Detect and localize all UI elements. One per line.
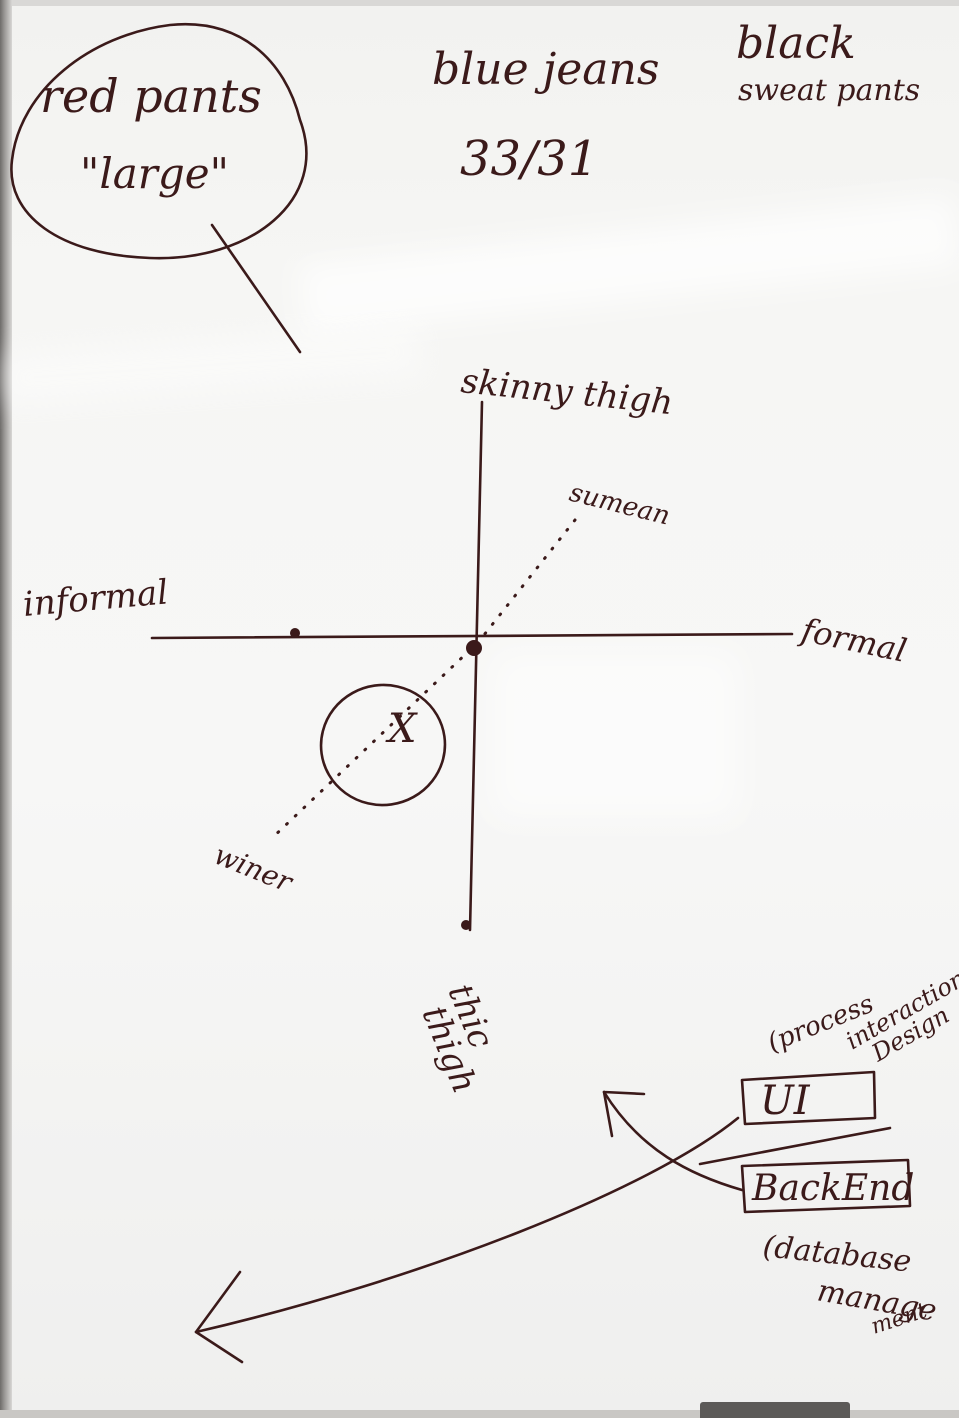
eraser[interactable] xyxy=(700,1402,850,1418)
backend-box-label: BackEnd xyxy=(751,1168,914,1209)
axis-label-right: formal xyxy=(796,610,910,670)
plot-point-bottom xyxy=(461,920,471,930)
board-frame-top xyxy=(0,0,959,6)
window-reflection xyxy=(490,650,740,820)
ui-box-label: UI xyxy=(760,1078,811,1124)
axis-label-top: skinny thigh xyxy=(459,361,675,423)
board-frame-left xyxy=(0,0,12,1418)
axis-label-left: informal xyxy=(21,572,169,625)
point-label-upper-right: sumean xyxy=(566,478,673,532)
note-sweat-pants: sweat pants xyxy=(738,73,920,108)
arrowhead xyxy=(602,1090,646,1138)
circled-x-mark: X xyxy=(385,706,418,752)
dotted-trend-line xyxy=(268,648,472,842)
arrow-to-upper-left xyxy=(602,1090,744,1192)
speech-bubble-outline xyxy=(10,22,308,260)
note-jeans-size: 33/31 xyxy=(460,131,598,187)
vertical-axis xyxy=(468,400,484,932)
label-database: (database xyxy=(761,1229,913,1279)
arrowhead xyxy=(194,1270,244,1364)
backend-box-outline xyxy=(740,1158,912,1214)
point-label-lower-left: winer xyxy=(209,838,298,900)
horizontal-axis xyxy=(150,632,794,640)
speech-bubble-tail xyxy=(210,223,302,354)
arrow-to-lower-left xyxy=(194,1116,740,1334)
circle-around-x xyxy=(319,683,447,807)
note-black: black xyxy=(736,18,856,69)
plot-point-left xyxy=(290,628,300,638)
divider-line xyxy=(698,1126,892,1166)
ui-box-outline xyxy=(740,1070,877,1126)
dotted-trend-line xyxy=(478,518,577,642)
board-tray xyxy=(0,1410,959,1418)
note-blue-jeans: blue jeans xyxy=(432,44,659,95)
note-large: "large" xyxy=(80,149,229,198)
note-red-pants: red pants xyxy=(40,69,262,123)
plot-point-origin xyxy=(466,640,482,656)
